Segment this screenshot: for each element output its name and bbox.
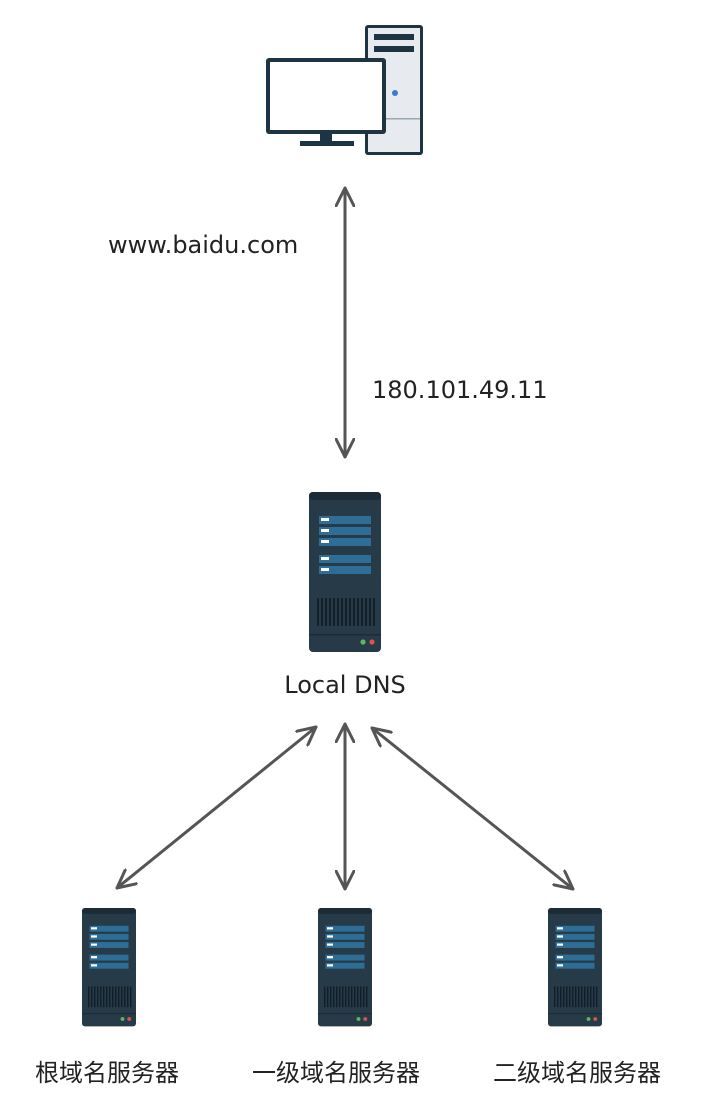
root-server-icon	[81, 907, 137, 1028]
desktop-computer-icon	[266, 25, 423, 155]
tld-server-icon	[317, 907, 373, 1028]
local-dns-label: Local DNS	[284, 671, 406, 699]
query-domain-label: www.baidu.com	[108, 231, 299, 259]
second-level-server-label: 二级域名服务器	[493, 1059, 661, 1087]
localdns-root-arrow	[115, 725, 318, 890]
second-level-server-icon	[547, 907, 603, 1028]
tld-server-label: 一级域名服务器	[252, 1059, 420, 1087]
resolved-ip-label: 180.101.49.11	[372, 376, 548, 404]
local-dns-server-icon	[308, 491, 382, 653]
localdns-second-level-arrow	[370, 726, 575, 891]
root-server-label: 根域名服务器	[35, 1059, 179, 1087]
